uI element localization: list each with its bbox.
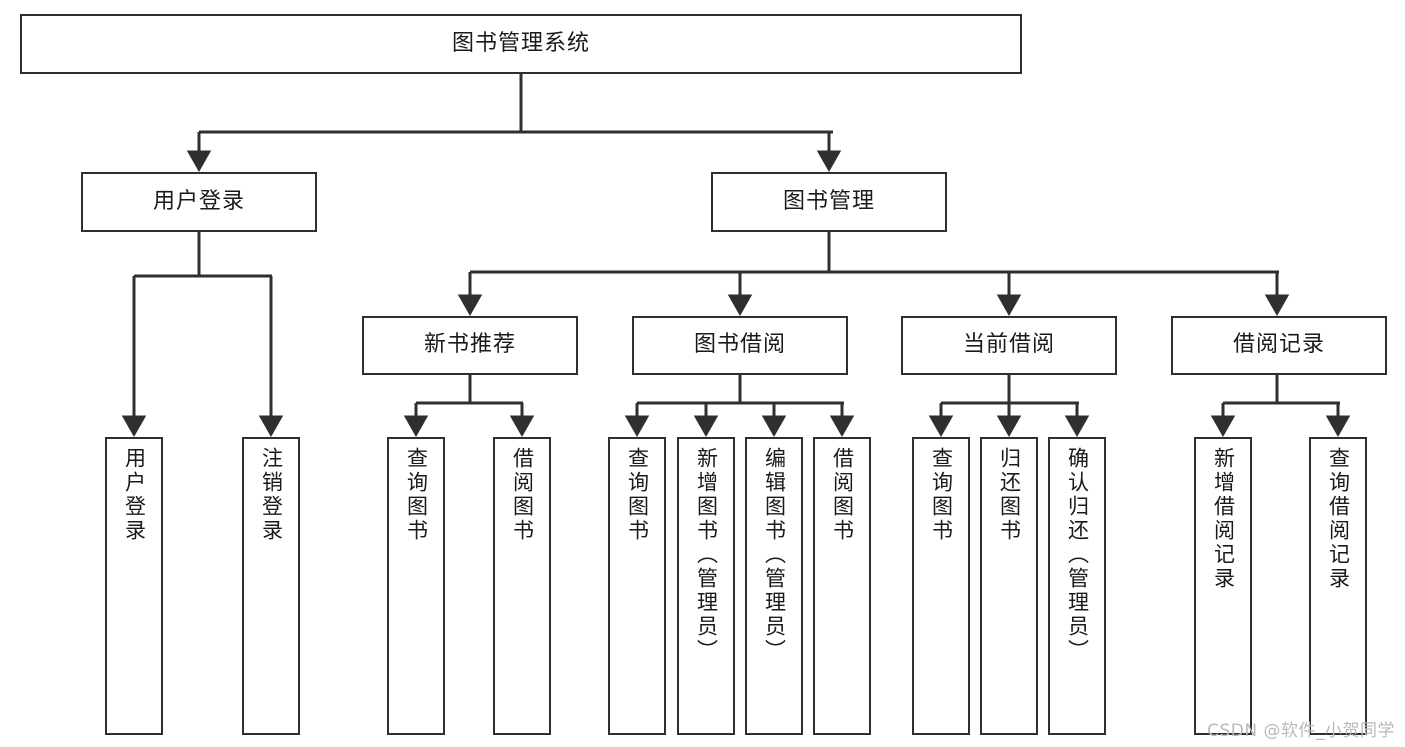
node-leaf-add-book-label: 新增图书（管理员） bbox=[694, 447, 719, 663]
node-leaf-query-book-1[interactable]: 查询图书 bbox=[387, 437, 445, 735]
node-leaf-return-book[interactable]: 归还图书 bbox=[980, 437, 1038, 735]
node-leaf-query-record[interactable]: 查询借阅记录 bbox=[1309, 437, 1367, 735]
node-leaf-borrow-book-2-label: 借阅图书 bbox=[830, 447, 855, 543]
node-new-book-recommend-label: 新书推荐 bbox=[423, 332, 516, 358]
node-root-label: 图书管理系统 bbox=[451, 30, 590, 56]
node-leaf-user-login[interactable]: 用户登录 bbox=[105, 437, 163, 735]
node-leaf-query-book-2[interactable]: 查询图书 bbox=[608, 437, 666, 735]
node-current-borrow-label: 当前借阅 bbox=[962, 332, 1055, 358]
node-leaf-query-book-3[interactable]: 查询图书 bbox=[912, 437, 970, 735]
node-leaf-add-record-label: 新增借阅记录 bbox=[1211, 447, 1236, 591]
node-book-borrow[interactable]: 图书借阅 bbox=[632, 316, 848, 375]
node-new-book-recommend[interactable]: 新书推荐 bbox=[362, 316, 578, 375]
node-book-manage-label: 图书管理 bbox=[782, 188, 875, 214]
node-user-login-label: 用户登录 bbox=[152, 188, 245, 214]
node-user-login[interactable]: 用户登录 bbox=[81, 172, 317, 232]
node-leaf-query-book-3-label: 查询图书 bbox=[929, 447, 954, 543]
node-leaf-return-book-label: 归还图书 bbox=[997, 447, 1022, 543]
node-borrow-record-label: 借阅记录 bbox=[1232, 332, 1325, 358]
node-leaf-borrow-book-2[interactable]: 借阅图书 bbox=[813, 437, 871, 735]
node-leaf-logout[interactable]: 注销登录 bbox=[242, 437, 300, 735]
node-leaf-user-login-label: 用户登录 bbox=[122, 447, 147, 543]
node-current-borrow[interactable]: 当前借阅 bbox=[901, 316, 1117, 375]
node-leaf-edit-book[interactable]: 编辑图书（管理员） bbox=[745, 437, 803, 735]
node-leaf-add-record[interactable]: 新增借阅记录 bbox=[1194, 437, 1252, 735]
node-leaf-query-book-1-label: 查询图书 bbox=[404, 447, 429, 543]
node-leaf-borrow-book-1[interactable]: 借阅图书 bbox=[493, 437, 551, 735]
node-leaf-edit-book-label: 编辑图书（管理员） bbox=[762, 447, 787, 663]
node-leaf-confirm-return[interactable]: 确认归还（管理员） bbox=[1048, 437, 1106, 735]
node-leaf-borrow-book-1-label: 借阅图书 bbox=[510, 447, 535, 543]
node-leaf-add-book[interactable]: 新增图书（管理员） bbox=[677, 437, 735, 735]
node-book-borrow-label: 图书借阅 bbox=[693, 332, 786, 358]
node-root[interactable]: 图书管理系统 bbox=[20, 14, 1022, 74]
node-leaf-query-book-2-label: 查询图书 bbox=[625, 447, 650, 543]
node-leaf-logout-label: 注销登录 bbox=[259, 447, 284, 543]
node-leaf-query-record-label: 查询借阅记录 bbox=[1326, 447, 1351, 591]
node-borrow-record[interactable]: 借阅记录 bbox=[1171, 316, 1387, 375]
csdn-watermark: CSDN @软件_小贺同学 bbox=[1207, 721, 1395, 741]
node-book-manage[interactable]: 图书管理 bbox=[711, 172, 947, 232]
node-leaf-confirm-return-label: 确认归还（管理员） bbox=[1065, 447, 1090, 663]
